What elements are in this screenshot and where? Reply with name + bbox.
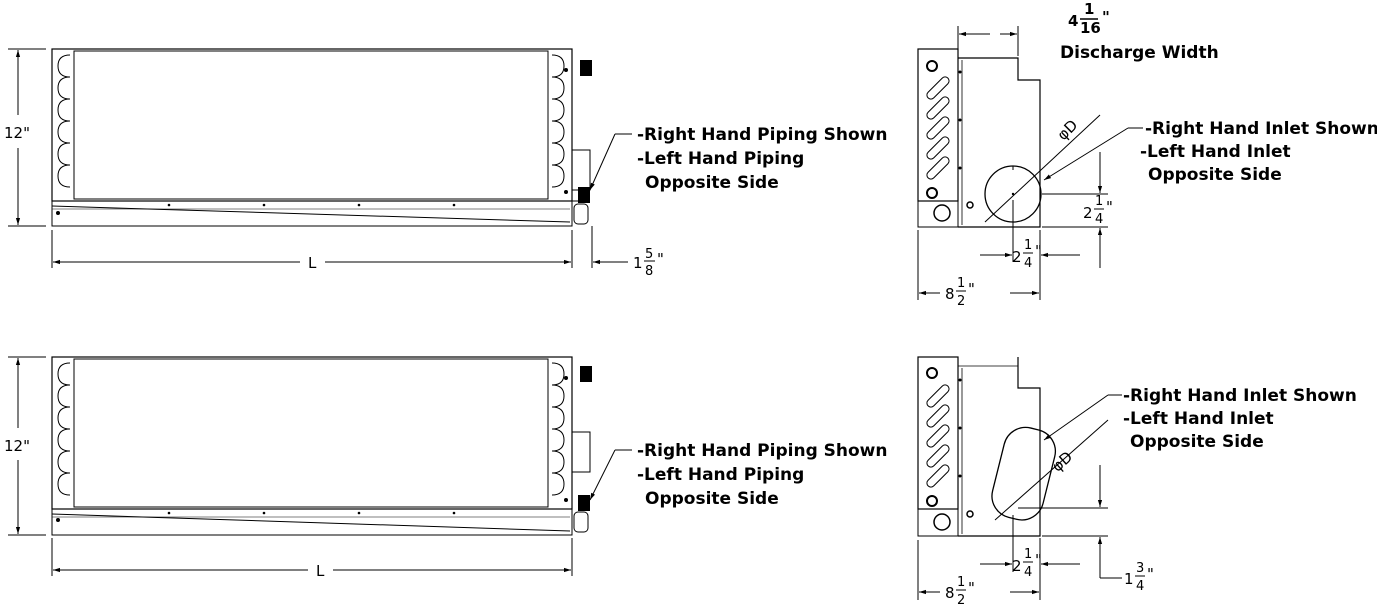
- top-depth-num: 1: [957, 276, 965, 291]
- bottom-inlet-offset-den: 4: [1024, 565, 1032, 580]
- bottom-inlet-height-num: 3: [1136, 561, 1144, 576]
- top-side-view: 12": [4, 48, 887, 279]
- top-inlet-offset-dimension: 2 1 4 ": [980, 200, 1080, 300]
- top-end-drain-icon: [933, 204, 951, 222]
- bottom-inlet-offset-num: 1: [1024, 547, 1032, 562]
- top-inlet-height-dimension: 2 1 4 ": [1042, 152, 1113, 268]
- bottom-side-view: 12": [4, 356, 887, 580]
- top-offset-whole: 1: [633, 254, 643, 272]
- bottom-inlet-note-line1: -Right Hand Inlet Shown: [1123, 386, 1357, 406]
- top-piping-note: -Right Hand Piping Shown -Left Hand Pipi…: [589, 125, 887, 193]
- bottom-fitting-lower-icon: [578, 495, 590, 511]
- bottom-inlet-height-whole: 1: [1124, 570, 1134, 588]
- bottom-inlet-offset-unit: ": [1035, 551, 1042, 569]
- bottom-inlet-note: -Right Hand Inlet Shown -Left Hand Inlet…: [1043, 386, 1357, 452]
- discharge-label: Discharge Width: [1060, 43, 1219, 63]
- top-inlet-offset-whole: 2: [1012, 248, 1022, 266]
- top-offset-unit: ": [657, 250, 664, 268]
- bottom-piping-note: -Right Hand Piping Shown -Left Hand Pipi…: [589, 441, 887, 509]
- top-depth-den: 2: [957, 294, 965, 309]
- bottom-inlet-height-dimension: 1 3 4 ": [1018, 465, 1154, 594]
- bottom-note-line2: -Left Hand Piping: [637, 465, 804, 485]
- bottom-fitting-upper-icon: [580, 366, 592, 382]
- top-depth-dimension: 8 1 2 ": [917, 230, 1039, 309]
- discharge-whole: 4: [1068, 12, 1078, 30]
- top-inlet-note-line2: -Left Hand Inlet: [1140, 142, 1291, 162]
- bottom-height-dimension: 12": [4, 356, 46, 536]
- bottom-length-dimension: L: [51, 538, 573, 580]
- bottom-depth-num: 1: [957, 575, 965, 590]
- top-end-fitting-upper-icon: [926, 60, 938, 72]
- top-note-line1: -Right Hand Piping Shown: [637, 125, 887, 145]
- top-depth-whole: 8: [945, 285, 955, 303]
- bottom-end-body: [917, 356, 1057, 537]
- top-fitting-upper-icon: [580, 60, 592, 76]
- top-drain-icon: [573, 203, 589, 225]
- top-end-view: 4 1 16 " Discharge Width φD -Right Hand …: [917, 0, 1377, 309]
- top-length-dimension: L 1 5 8 ": [51, 226, 664, 279]
- top-height-dimension: 12": [4, 48, 46, 227]
- bottom-drain-icon: [573, 511, 589, 533]
- top-inlet-height-whole: 2: [1083, 204, 1093, 222]
- discharge-unit: ": [1102, 8, 1110, 26]
- discharge-den: 16: [1080, 19, 1101, 37]
- top-inlet-offset-den: 4: [1024, 256, 1032, 271]
- bottom-note-line1: -Right Hand Piping Shown: [637, 441, 887, 461]
- top-note-line2: -Left Hand Piping: [637, 149, 804, 169]
- bottom-depth-whole: 8: [945, 584, 955, 602]
- bottom-end-fitting-lower-icon: [926, 495, 938, 507]
- top-end-body: [917, 48, 1042, 228]
- top-note-line3: Opposite Side: [645, 173, 779, 193]
- bottom-end-view: φD -Right Hand Inlet Shown -Left Hand In…: [917, 356, 1357, 607]
- bottom-length-label: L: [316, 562, 325, 580]
- top-offset-den: 8: [645, 264, 653, 279]
- bottom-inlet-offset-whole: 2: [1012, 557, 1022, 575]
- bottom-inlet-note-line2: -Left Hand Inlet: [1123, 409, 1274, 429]
- top-inlet-offset-unit: ": [1035, 242, 1042, 260]
- bottom-inlet-offset-dimension: 2 1 4 ": [980, 515, 1080, 600]
- bottom-end-fitting-upper-icon: [926, 367, 938, 379]
- top-inlet-offset-num: 1: [1024, 238, 1032, 253]
- top-offset-num: 5: [645, 247, 653, 262]
- bottom-note-line3: Opposite Side: [645, 489, 779, 509]
- top-discharge-dimension: 4 1 16 " Discharge Width: [957, 0, 1219, 63]
- bottom-depth-unit: ": [968, 579, 975, 597]
- bottom-height-label: 12": [4, 437, 30, 455]
- bottom-depth-den: 2: [957, 593, 965, 607]
- top-inlet-height-unit: ": [1106, 198, 1113, 216]
- top-inlet-note-line3: Opposite Side: [1148, 165, 1282, 185]
- top-diameter-label: φD: [1054, 116, 1082, 144]
- bottom-oval-inlet: [991, 426, 1057, 521]
- top-inlet-height-num: 1: [1095, 194, 1103, 209]
- bottom-unit-body: [51, 356, 592, 536]
- top-depth-unit: ": [968, 280, 975, 298]
- bottom-inlet-note-line3: Opposite Side: [1130, 432, 1264, 452]
- top-fitting-lower-icon: [578, 187, 590, 203]
- top-unit-body: [51, 48, 592, 227]
- top-inlet-note-line1: -Right Hand Inlet Shown: [1145, 119, 1377, 139]
- bottom-end-drain-icon: [933, 513, 951, 531]
- top-length-label: L: [308, 254, 317, 272]
- bottom-depth-dimension: 8 1 2 ": [917, 540, 1039, 607]
- top-height-label: 12": [4, 124, 30, 142]
- top-inlet-note: -Right Hand Inlet Shown -Left Hand Inlet…: [1043, 119, 1377, 185]
- bottom-inlet-height-den: 4: [1136, 579, 1144, 594]
- top-inlet-height-den: 4: [1095, 212, 1103, 227]
- bottom-inlet-height-unit: ": [1147, 565, 1154, 583]
- discharge-num: 1: [1084, 0, 1094, 18]
- top-end-fitting-lower-icon: [926, 187, 938, 199]
